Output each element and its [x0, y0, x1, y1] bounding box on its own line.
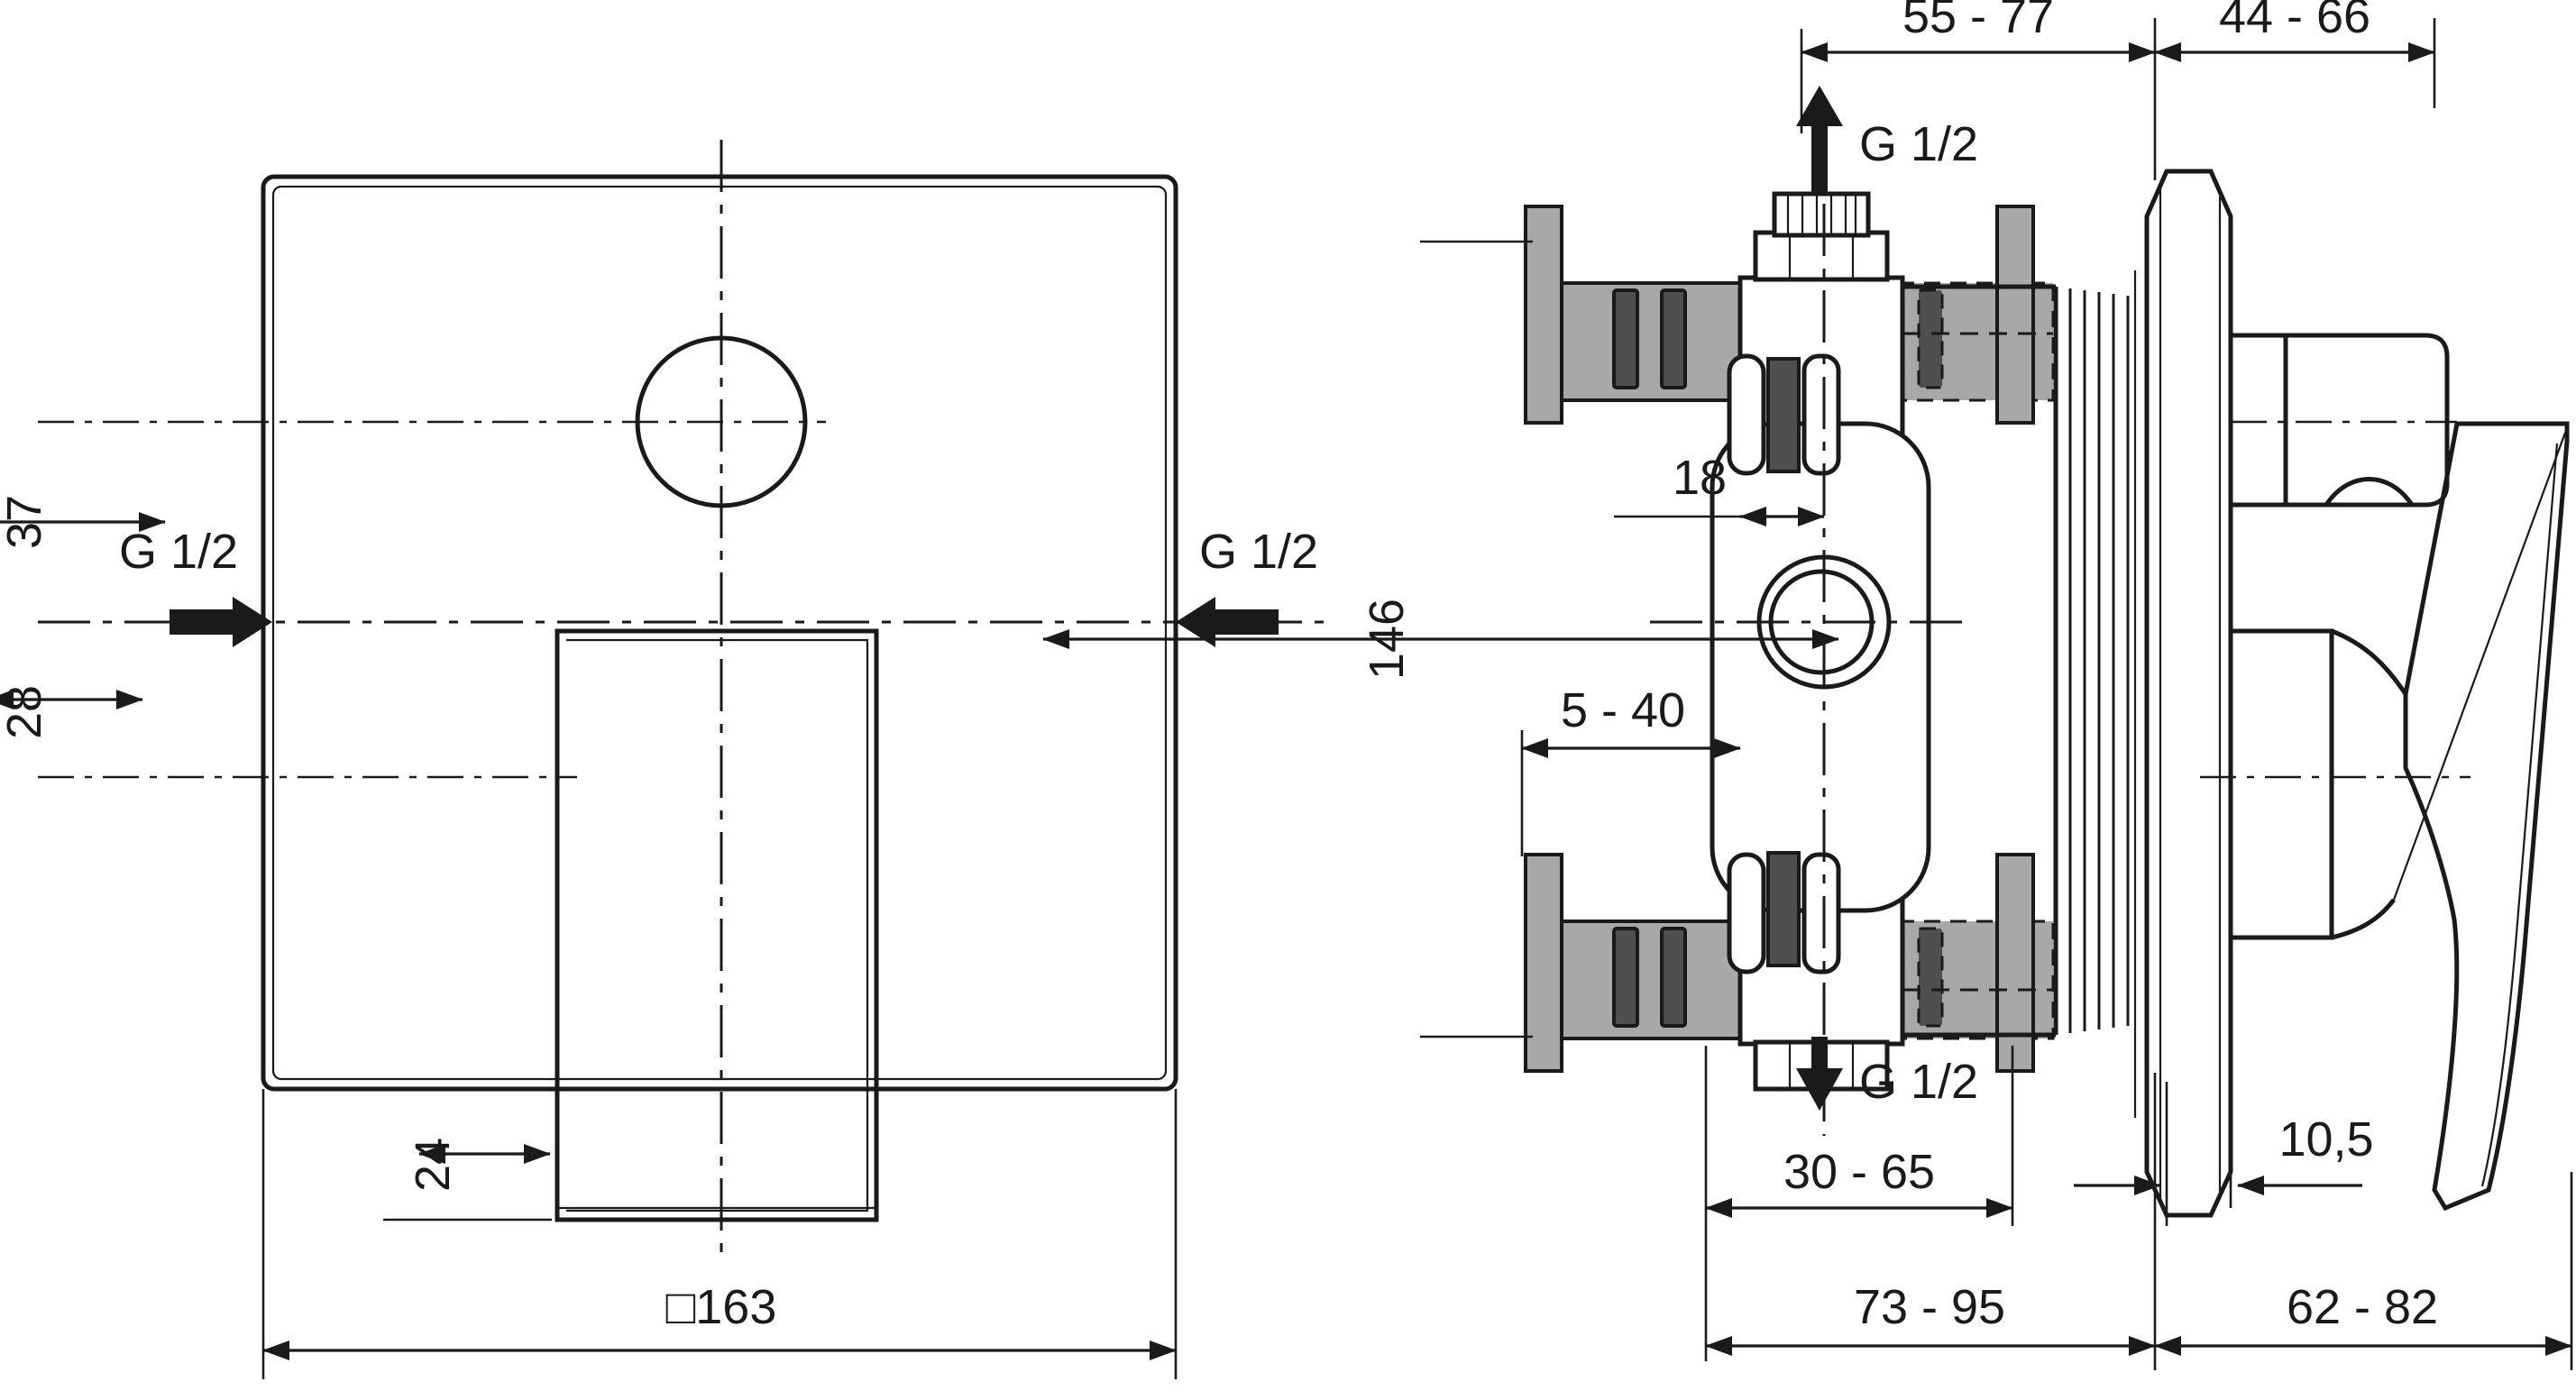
front-lever-handle-inner: [566, 638, 869, 1212]
lower-right-flange-plate: [1995, 853, 2035, 1073]
dim-30-65-label: 30 - 65: [1783, 1145, 1935, 1199]
dim-37-label: 37: [0, 495, 51, 549]
side-lever-hub: [2231, 628, 2334, 940]
cartridge-slot-left-upper: [1727, 353, 1766, 476]
threaded-extension-ribs: [2053, 287, 2130, 1035]
dim-5-40-label: 5 - 40: [1561, 683, 1685, 737]
upper-right-flange-plate: [1995, 205, 2035, 425]
upper-left-slot-1: [1612, 288, 1639, 389]
dim-18-label: 18: [1673, 451, 1727, 505]
side-escutcheon-plate: [2144, 169, 2233, 1218]
upper-left-flange-plate: [1524, 205, 1563, 425]
lower-left-slot-2: [1660, 927, 1687, 1028]
dim-62-82-label: 62 - 82: [2287, 1280, 2438, 1334]
side-lever-hub-curve-bottom: [2331, 898, 2396, 940]
side-bottom-inlet-arrow: [1796, 1037, 1843, 1111]
cartridge-pin-center-lower: [1766, 851, 1801, 967]
dim-73-95-label: 73 - 95: [1854, 1280, 2005, 1334]
side-lever-arm-crease: [2392, 432, 2567, 901]
upper-left-slot-2: [1660, 288, 1687, 389]
front-lever-handle: [555, 628, 879, 1222]
lower-left-flange-plate: [1524, 853, 1563, 1073]
dim-55-77-label: 55 - 77: [1902, 0, 2054, 43]
top-thread-ribs: [1786, 194, 1857, 235]
dim-44-66-label: 44 - 66: [2219, 0, 2370, 43]
top-thread-collar: [1772, 191, 1871, 238]
side-lever-hub-curve-top: [2331, 628, 2408, 696]
front-inlet-left-arrow: [170, 597, 272, 647]
front-inlet-right-label: G 1/2: [1199, 525, 1318, 579]
upper-right-slot-2: [1917, 288, 1944, 389]
side-view-group: G 1/2 G 1/2 55 - 77 44 - 66 146 18 5 - 4…: [1042, 0, 2573, 1370]
top-hex-nut: [1753, 230, 1890, 282]
side-top-inlet-label: G 1/2: [1859, 117, 1978, 171]
lower-right-slot-2: [1917, 927, 1944, 1028]
lower-left-slot-1: [1612, 927, 1639, 1028]
dim-163-label: □163: [666, 1280, 777, 1334]
diverter-knob-notch: [2324, 477, 2415, 507]
cartridge-slot-right-upper: [1801, 353, 1841, 476]
cartridge-slot-left-lower: [1727, 852, 1766, 975]
cartridge-pin-center-upper: [1766, 357, 1801, 473]
front-view-group: 37 28 G 1/2 G 1/2 24 □163: [0, 140, 1325, 1379]
side-lever-arm-inner-edge: [2480, 443, 2559, 1187]
dim-24-label: 24: [406, 1138, 460, 1192]
dim-10-5-label: 10,5: [2278, 1112, 2373, 1167]
diverter-knob-body: [2231, 333, 2288, 508]
cartridge-slot-right-lower: [1801, 852, 1841, 975]
side-top-inlet-arrow: [1796, 86, 1843, 194]
side-bottom-inlet-label: G 1/2: [1859, 1055, 1978, 1109]
front-inlet-left-label: G 1/2: [119, 525, 238, 579]
dim-146-label: 146: [1360, 599, 1414, 680]
dim-28-label: 28: [0, 685, 51, 739]
side-lever-arm: [2403, 421, 2570, 1212]
